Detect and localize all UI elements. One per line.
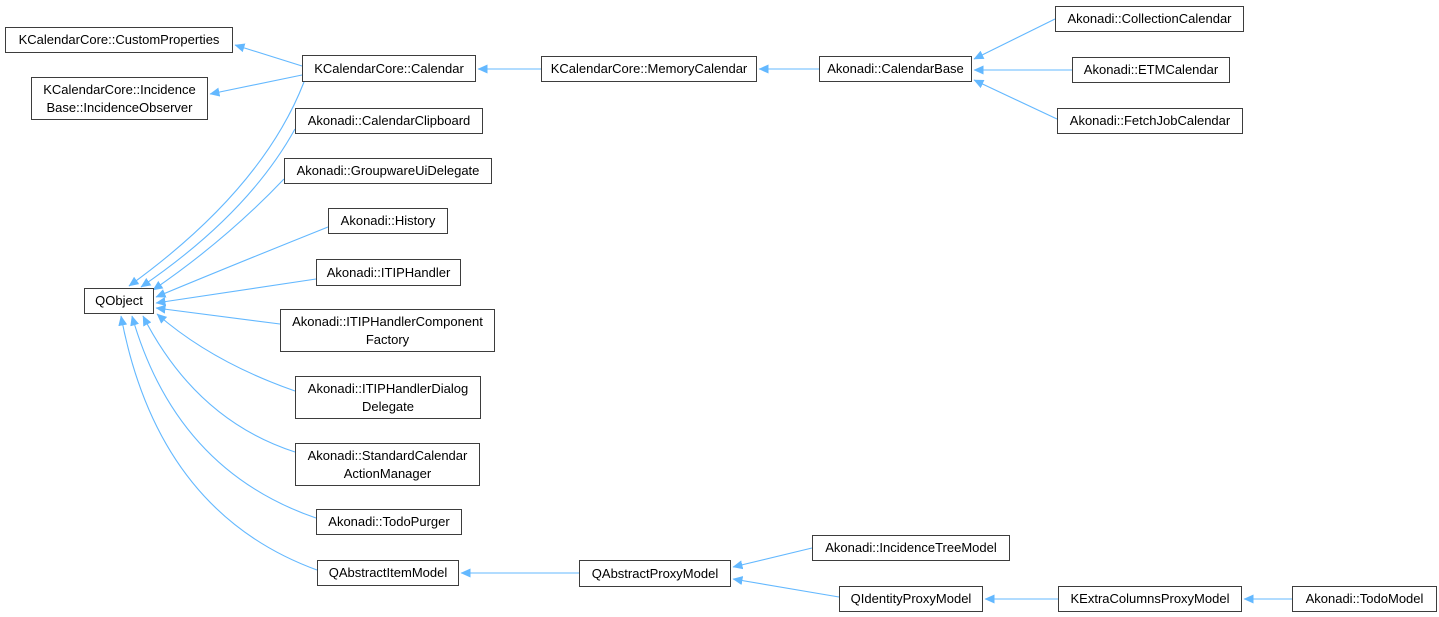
class-node-label: QObject bbox=[95, 293, 143, 308]
class-node-label: Akonadi::ITIPHandler bbox=[326, 264, 451, 280]
inheritance-arrow-fetch_job_calendar-to-calendar_base bbox=[973, 79, 1058, 120]
class-node-label: Akonadi::GroupwareUiDelegate bbox=[296, 163, 480, 178]
class-node-label: Factory bbox=[365, 331, 410, 347]
inheritance-arrow-calendar_clipboard-to-qobject bbox=[140, 128, 296, 288]
inheritance-arrow-itip_handler-to-qobject bbox=[155, 278, 317, 307]
class-node-fetch_job_calendar[interactable]: Akonadi::FetchJobCalendar bbox=[1057, 108, 1243, 134]
class-node-qabstract_item_model[interactable]: QAbstractItemModel bbox=[317, 560, 459, 586]
class-node-calendar[interactable]: KCalendarCore::Calendar bbox=[302, 55, 476, 82]
class-node-custom_properties[interactable]: KCalendarCore::CustomProperties bbox=[5, 27, 233, 53]
class-node-label: Delegate bbox=[361, 398, 415, 414]
class-node-calendar_base[interactable]: Akonadi::CalendarBase bbox=[819, 56, 972, 82]
class-node-collection_calendar[interactable]: Akonadi::CollectionCalendar bbox=[1055, 6, 1244, 32]
class-node-qidentity_proxy_model[interactable]: QIdentityProxyModel bbox=[839, 586, 983, 612]
class-node-itip_handler[interactable]: Akonadi::ITIPHandler bbox=[316, 259, 461, 286]
inheritance-arrow-standard_calendar_action_manager-to-qobject bbox=[142, 315, 296, 453]
class-node-calendar_clipboard[interactable]: Akonadi::CalendarClipboard bbox=[295, 108, 483, 134]
class-node-label: KCalendarCore::Incidence bbox=[43, 81, 196, 97]
class-node-label: Akonadi::CollectionCalendar bbox=[1067, 11, 1232, 26]
inheritance-arrow-qidentity_proxy_model-to-qabstract_proxy_model bbox=[732, 576, 840, 598]
class-node-label: Base::IncidenceObserver bbox=[46, 99, 193, 115]
class-node-memory_calendar[interactable]: KCalendarCore::MemoryCalendar bbox=[541, 56, 757, 82]
class-node-label: QAbstractProxyModel bbox=[591, 565, 719, 581]
inheritance-arrow-incidence_tree_model-to-qabstract_proxy_model bbox=[732, 547, 813, 570]
class-node-label: ActionManager bbox=[343, 465, 432, 481]
class-node-kextra_columns_proxy_model[interactable]: KExtraColumnsProxyModel bbox=[1058, 586, 1242, 612]
class-node-label: Akonadi::ETMCalendar bbox=[1083, 62, 1219, 77]
class-node-label: Akonadi::IncidenceTreeModel bbox=[825, 540, 997, 555]
class-node-label: KCalendarCore::MemoryCalendar bbox=[550, 61, 748, 76]
class-node-label: Akonadi::ITIPHandlerComponent bbox=[292, 313, 483, 329]
inheritance-arrow-itip_handler_component_factory-to-qobject bbox=[155, 304, 281, 325]
class-node-etm_calendar[interactable]: Akonadi::ETMCalendar bbox=[1072, 57, 1230, 83]
class-node-label: KCalendarCore::Calendar bbox=[314, 60, 464, 76]
class-node-qabstract_proxy_model[interactable]: QAbstractProxyModel bbox=[579, 560, 731, 587]
inheritance-arrow-calendar-to-incidence_observer bbox=[209, 74, 303, 97]
class-node-label: Akonadi::TodoPurger bbox=[328, 514, 450, 529]
class-node-label: QIdentityProxyModel bbox=[850, 591, 972, 606]
class-node-todo_purger[interactable]: Akonadi::TodoPurger bbox=[316, 509, 462, 535]
class-node-label: Akonadi::TodoModel bbox=[1305, 591, 1424, 606]
inheritance-arrow-itip_handler_dialog_delegate-to-qobject bbox=[156, 313, 296, 392]
inheritance-arrow-history-to-qobject bbox=[155, 226, 329, 298]
class-node-label: Akonadi::FetchJobCalendar bbox=[1069, 113, 1231, 128]
class-node-label: Akonadi::CalendarClipboard bbox=[307, 113, 471, 128]
inheritance-arrow-qabstract_item_model-to-qobject bbox=[118, 315, 318, 571]
class-node-label: KCalendarCore::CustomProperties bbox=[18, 32, 220, 47]
class-node-incidence_tree_model[interactable]: Akonadi::IncidenceTreeModel bbox=[812, 535, 1010, 561]
class-node-qobject[interactable]: QObject bbox=[84, 288, 154, 314]
class-node-history[interactable]: Akonadi::History bbox=[328, 208, 448, 234]
class-node-todo_model[interactable]: Akonadi::TodoModel bbox=[1292, 586, 1437, 612]
class-node-label: KExtraColumnsProxyModel bbox=[1070, 591, 1230, 606]
class-node-label: Akonadi::History bbox=[340, 213, 436, 228]
inheritance-arrow-groupware_ui_delegate-to-qobject bbox=[152, 178, 285, 291]
class-node-label: Akonadi::StandardCalendar bbox=[307, 447, 468, 463]
class-node-label: Akonadi::ITIPHandlerDialog bbox=[307, 380, 469, 396]
inheritance-arrow-collection_calendar-to-calendar_base bbox=[973, 18, 1056, 60]
class-node-label: Akonadi::CalendarBase bbox=[827, 61, 964, 76]
class-node-label: QAbstractItemModel bbox=[328, 565, 448, 580]
inheritance-arrow-calendar-to-custom_properties bbox=[234, 43, 303, 67]
class-node-groupware_ui_delegate[interactable]: Akonadi::GroupwareUiDelegate bbox=[284, 158, 492, 184]
